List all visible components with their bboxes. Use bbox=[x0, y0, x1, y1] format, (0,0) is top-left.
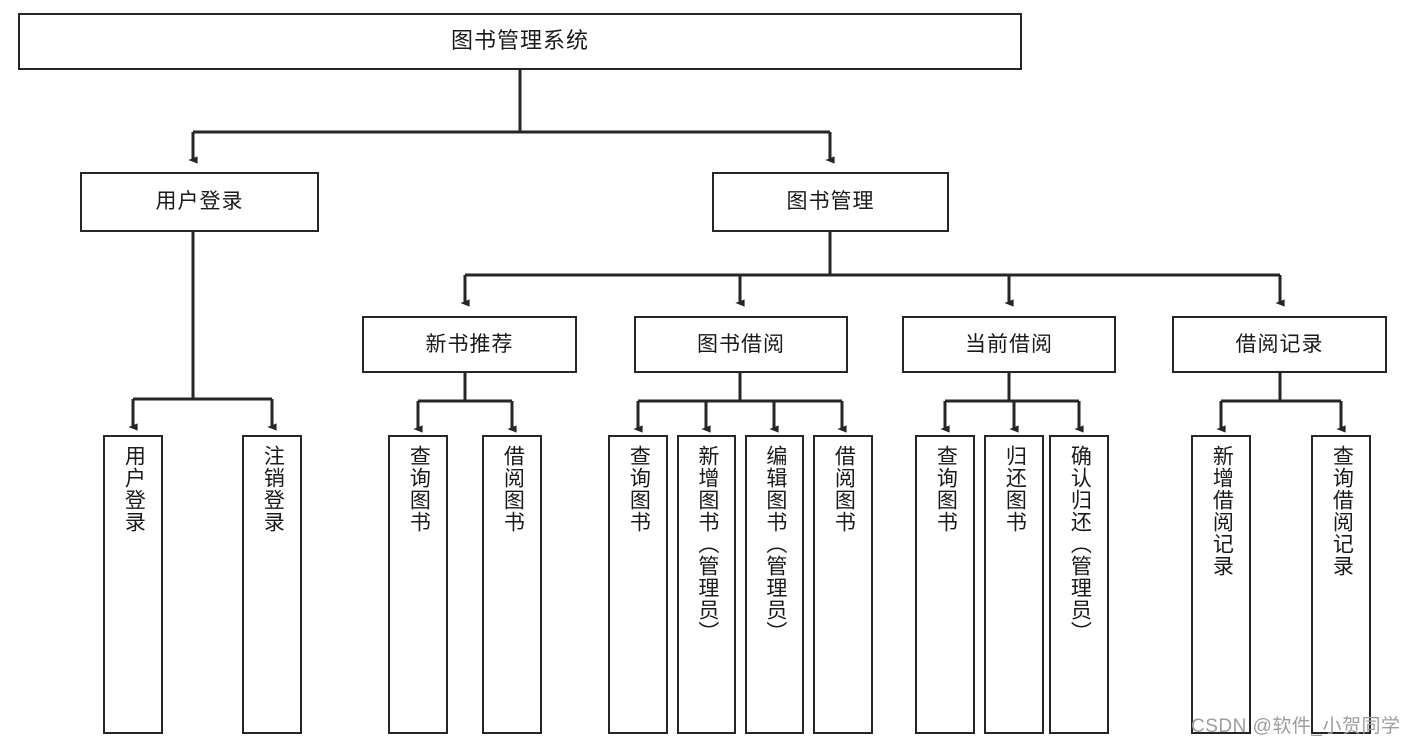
node-book-management[interactable]: 图书管理 bbox=[712, 172, 949, 232]
node-label: 借阅记录 bbox=[1235, 332, 1324, 356]
node-label: 用户登录 bbox=[155, 190, 244, 214]
node-label: 查询图书 bbox=[627, 445, 651, 533]
node-leaf-return-book[interactable]: 归还图书 bbox=[984, 435, 1044, 734]
node-label: 查询图书 bbox=[934, 445, 958, 533]
node-label: 用户登录 bbox=[122, 445, 146, 533]
node-book-borrow[interactable]: 图书借阅 bbox=[634, 316, 848, 373]
node-label: 确认归还（管理员） bbox=[1068, 445, 1092, 643]
csdn-watermark: CSDN @软件_小贺同学 bbox=[1191, 716, 1401, 737]
node-label: 图书管理 bbox=[786, 190, 875, 214]
node-current-borrow[interactable]: 当前借阅 bbox=[902, 316, 1116, 373]
node-label: 图书管理系统 bbox=[450, 28, 589, 54]
node-label: 查询图书 bbox=[407, 445, 431, 533]
node-label: 查询借阅记录 bbox=[1330, 445, 1354, 577]
node-leaf-borrow-book-1[interactable]: 借阅图书 bbox=[482, 435, 542, 734]
node-label: 注销登录 bbox=[261, 445, 285, 533]
node-label: 新增图书（管理员） bbox=[695, 445, 719, 643]
node-label: 新增借阅记录 bbox=[1210, 445, 1234, 577]
node-label: 编辑图书（管理员） bbox=[763, 445, 787, 643]
node-user-login[interactable]: 用户登录 bbox=[80, 172, 319, 232]
node-leaf-confirm-return[interactable]: 确认归还（管理员） bbox=[1049, 435, 1109, 734]
node-leaf-query-book-3[interactable]: 查询图书 bbox=[915, 435, 975, 734]
node-borrow-record[interactable]: 借阅记录 bbox=[1172, 316, 1387, 373]
node-book-management-system[interactable]: 图书管理系统 bbox=[18, 13, 1022, 70]
node-leaf-logout[interactable]: 注销登录 bbox=[242, 435, 302, 734]
node-label: 新书推荐 bbox=[425, 332, 514, 356]
node-leaf-add-record[interactable]: 新增借阅记录 bbox=[1191, 435, 1251, 734]
node-label: 借阅图书 bbox=[501, 445, 525, 533]
node-leaf-query-book-2[interactable]: 查询图书 bbox=[608, 435, 668, 734]
node-leaf-add-book[interactable]: 新增图书（管理员） bbox=[677, 435, 736, 734]
node-leaf-borrow-book-2[interactable]: 借阅图书 bbox=[813, 435, 873, 734]
node-leaf-query-book-1[interactable]: 查询图书 bbox=[388, 435, 448, 734]
node-new-book-recommend[interactable]: 新书推荐 bbox=[362, 316, 577, 373]
node-label: 图书借阅 bbox=[697, 332, 785, 356]
node-label: 借阅图书 bbox=[832, 445, 856, 533]
node-leaf-edit-book[interactable]: 编辑图书（管理员） bbox=[745, 435, 804, 734]
node-label: 当前借阅 bbox=[965, 332, 1053, 356]
node-label: 归还图书 bbox=[1003, 445, 1027, 533]
node-leaf-query-record[interactable]: 查询借阅记录 bbox=[1311, 435, 1371, 734]
node-leaf-user-login[interactable]: 用户登录 bbox=[103, 435, 163, 734]
